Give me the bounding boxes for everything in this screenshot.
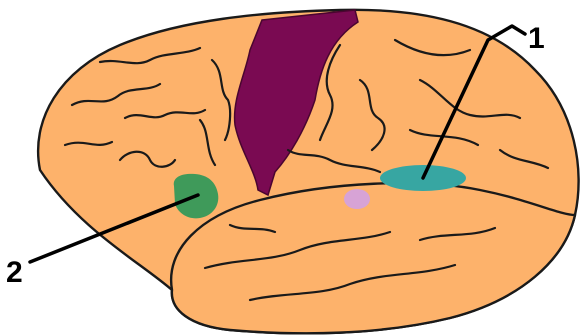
label-2: 2 <box>6 256 23 289</box>
small-region <box>344 189 370 209</box>
label-1: 1 <box>528 22 545 55</box>
